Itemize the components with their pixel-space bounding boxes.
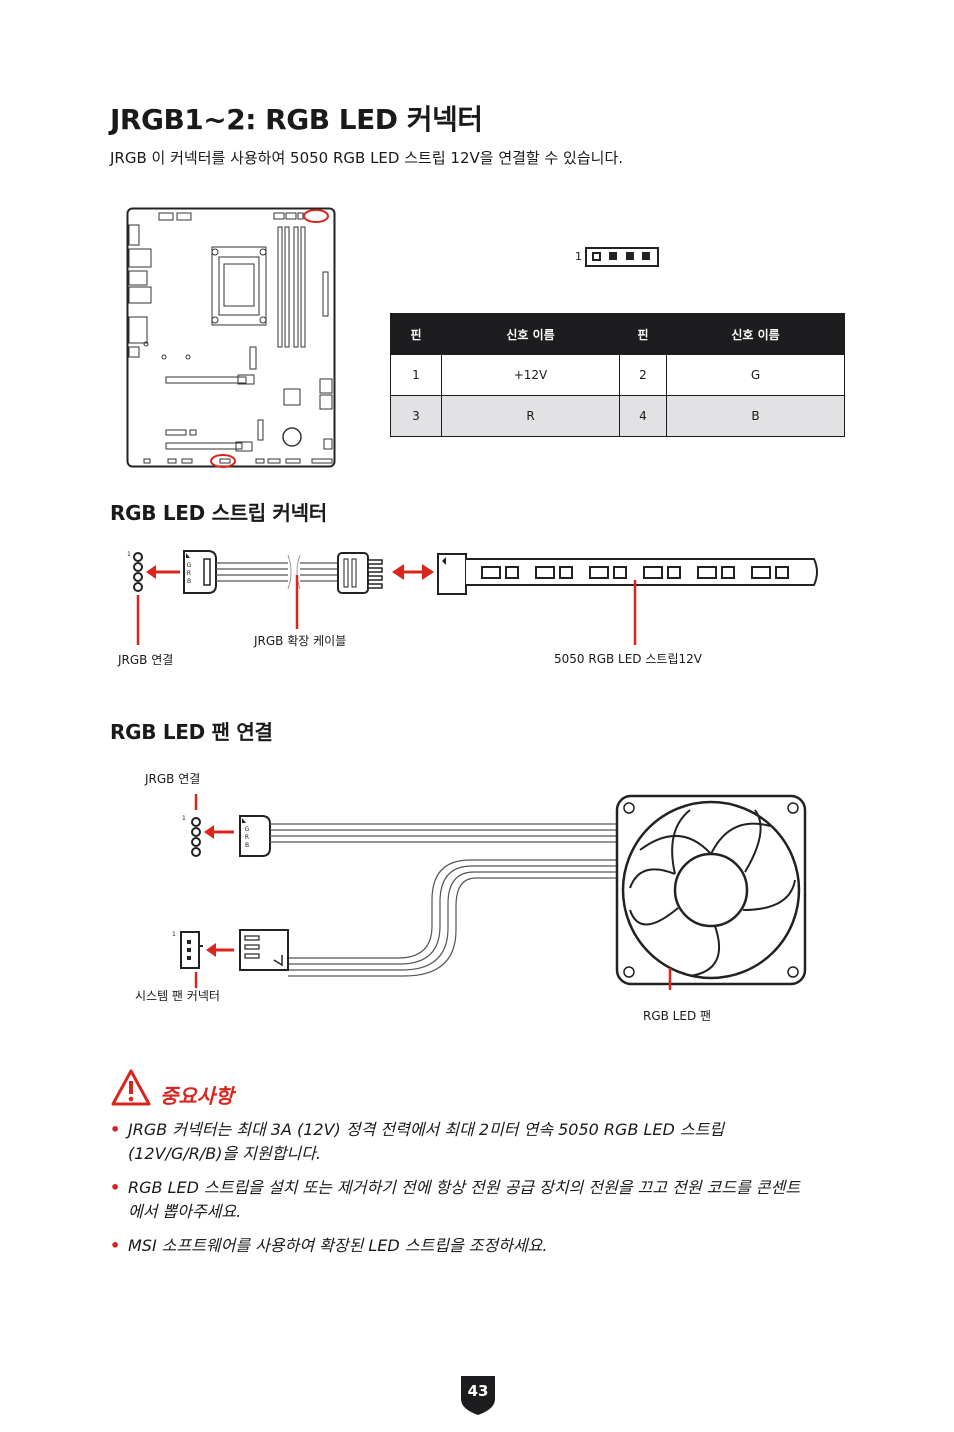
pin-header: 핀 bbox=[390, 313, 442, 355]
fan-header-pin-one: 1 bbox=[172, 931, 176, 938]
bullet-icon: • bbox=[110, 1120, 121, 1139]
signal-cell: +12V bbox=[441, 354, 620, 396]
fan-pin-one: 1 bbox=[182, 815, 186, 822]
intro-text: JRGB 이 커넥터를 사용하여 5050 RGB LED 스트립 12V을 연… bbox=[110, 149, 624, 167]
signal-header: 신호 이름 bbox=[666, 313, 845, 355]
list-item: •RGB LED 스트립을 설치 또는 제거하기 전에 항상 전원 공급 장치의… bbox=[110, 1178, 801, 1221]
fan-grb-labels: G R B bbox=[244, 826, 250, 849]
page-title: JRGB1~2: RGB LED 커넥터 bbox=[110, 103, 483, 136]
strip-pin-one: 1 bbox=[127, 551, 131, 558]
list-item: •MSI 소프트웨어를 사용하여 확장된 LED 스트립을 조정하세요. bbox=[110, 1234, 810, 1258]
strip-jrgb-label: JRGB 연결 bbox=[118, 653, 174, 667]
pin-header: 핀 bbox=[619, 313, 667, 355]
signal-cell: R bbox=[441, 395, 620, 437]
fan-label: RGB LED 팬 bbox=[643, 1009, 712, 1023]
page-number: 43 bbox=[467, 1382, 489, 1400]
motherboard-diagram bbox=[126, 207, 336, 468]
fan-connection-diagram bbox=[180, 794, 807, 990]
strip-connection-diagram bbox=[133, 550, 818, 645]
table-row: 1 +12V 2 G bbox=[390, 354, 845, 396]
strip-label: 5050 RGB LED 스트립12V bbox=[554, 652, 702, 666]
bullet-icon: • bbox=[110, 1236, 121, 1255]
notes-list: •JRGB 커넥터는 최대 3A (12V) 정격 전력에서 최대 2미터 연속… bbox=[110, 1118, 810, 1268]
bullet-icon: • bbox=[110, 1178, 121, 1197]
sys-fan-label: 시스템 팬 커넥터 bbox=[135, 989, 220, 1003]
page-number-badge: 43 bbox=[458, 1373, 498, 1417]
pin-one-label: 1 bbox=[575, 250, 582, 263]
fan-jrgb-label: JRGB 연결 bbox=[145, 772, 201, 786]
pin-cell: 2 bbox=[619, 354, 667, 396]
signal-cell: B bbox=[666, 395, 845, 437]
strip-section-heading: RGB LED 스트립 커넥터 bbox=[110, 501, 327, 525]
fan-section-heading: RGB LED 팬 연결 bbox=[110, 720, 273, 744]
shield-icon bbox=[461, 1376, 495, 1415]
table-row: 3 R 4 B bbox=[390, 395, 845, 437]
pin-cell: 3 bbox=[390, 395, 442, 437]
signal-header: 신호 이름 bbox=[441, 313, 620, 355]
pin-cell: 1 bbox=[390, 354, 442, 396]
notes-title: 중요사항 bbox=[160, 1084, 234, 1108]
warning-icon bbox=[111, 1069, 151, 1106]
list-item: •JRGB 커넥터는 최대 3A (12V) 정격 전력에서 최대 2미터 연속… bbox=[110, 1120, 725, 1163]
pin-table: 핀 신호 이름 핀 신호 이름 1 +12V 2 G 3 R 4 B bbox=[390, 313, 845, 437]
signal-cell: G bbox=[666, 354, 845, 396]
pin-header-diagram bbox=[585, 247, 659, 267]
strip-grb-labels: G R B bbox=[186, 562, 192, 585]
ext-cable-label: JRGB 확장 케이블 bbox=[254, 634, 347, 648]
pin-cell: 4 bbox=[619, 395, 667, 437]
